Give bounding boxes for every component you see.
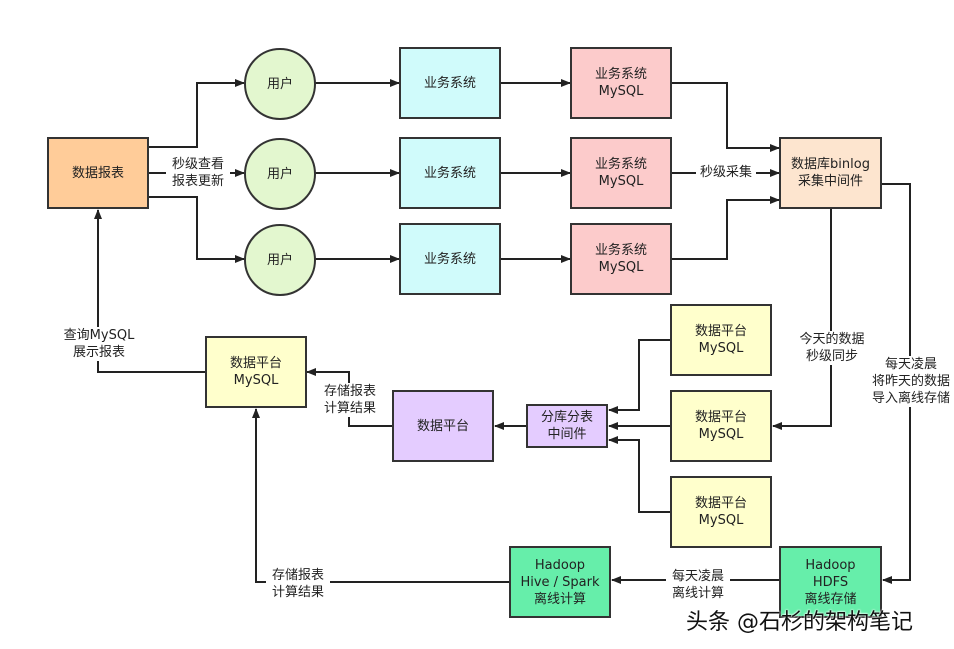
label-query-mysql: 查询MySQL 展示报表 <box>58 327 140 361</box>
user-node-2: 用户 <box>244 138 316 210</box>
arrow-mysql1-binlog <box>671 82 780 152</box>
user-node-3: 用户 <box>244 224 316 296</box>
label-nightly-import: 每天凌晨 将昨天的数据 导入离线存储 <box>866 356 954 407</box>
shard-middleware-node: 分库分表 中间件 <box>526 404 608 448</box>
label-store-result-2: 存储报表 计算结果 <box>266 567 330 601</box>
hadoop-hdfs-node: Hadoop HDFS 离线存储 <box>779 546 882 618</box>
hadoop-spark-node: Hadoop Hive / Spark 离线计算 <box>509 546 611 618</box>
arrow-report-user1 <box>148 79 245 148</box>
arrow-dpmysql1-shard <box>608 339 671 414</box>
arrow-spark-dpmysqlmain <box>252 408 510 583</box>
label-query: 秒级查看 报表更新 <box>166 156 230 190</box>
label-today-sync: 今天的数据 秒级同步 <box>796 331 868 365</box>
dp-mysql-node-1: 数据平台 MySQL <box>670 304 772 376</box>
biz-system-node-1: 业务系统 <box>399 47 501 119</box>
biz-mysql-node-3: 业务系统 MySQL <box>570 223 672 295</box>
report-node: 数据报表 <box>47 137 149 209</box>
arrow-binlog-dpmysql2 <box>772 208 832 430</box>
arrow-dpmysql3-shard <box>608 436 671 513</box>
dp-mysql-node-2: 数据平台 MySQL <box>670 390 772 462</box>
biz-mysql-node-1: 业务系统 MySQL <box>570 47 672 119</box>
dp-mysql-main-node: 数据平台 MySQL <box>205 336 307 408</box>
user-node-1: 用户 <box>244 48 316 120</box>
arrow-report-user3 <box>148 196 245 263</box>
biz-system-node-2: 业务系统 <box>399 137 501 209</box>
arrow-dpmysqlmain-report <box>94 209 205 373</box>
label-nightly-compute: 每天凌晨 离线计算 <box>666 568 730 602</box>
data-platform-node: 数据平台 <box>392 390 494 462</box>
watermark: 头条 @石杉的架构笔记 <box>686 610 913 635</box>
biz-mysql-node-2: 业务系统 MySQL <box>570 137 672 209</box>
label-collect: 秒级采集 <box>696 164 756 181</box>
dp-mysql-node-3: 数据平台 MySQL <box>670 476 772 548</box>
arrow-mysql3-binlog <box>671 196 780 260</box>
binlog-collector-node: 数据库binlog 采集中间件 <box>779 137 882 209</box>
label-store-result-1: 存储报表 计算结果 <box>318 383 382 417</box>
biz-system-node-3: 业务系统 <box>399 223 501 295</box>
